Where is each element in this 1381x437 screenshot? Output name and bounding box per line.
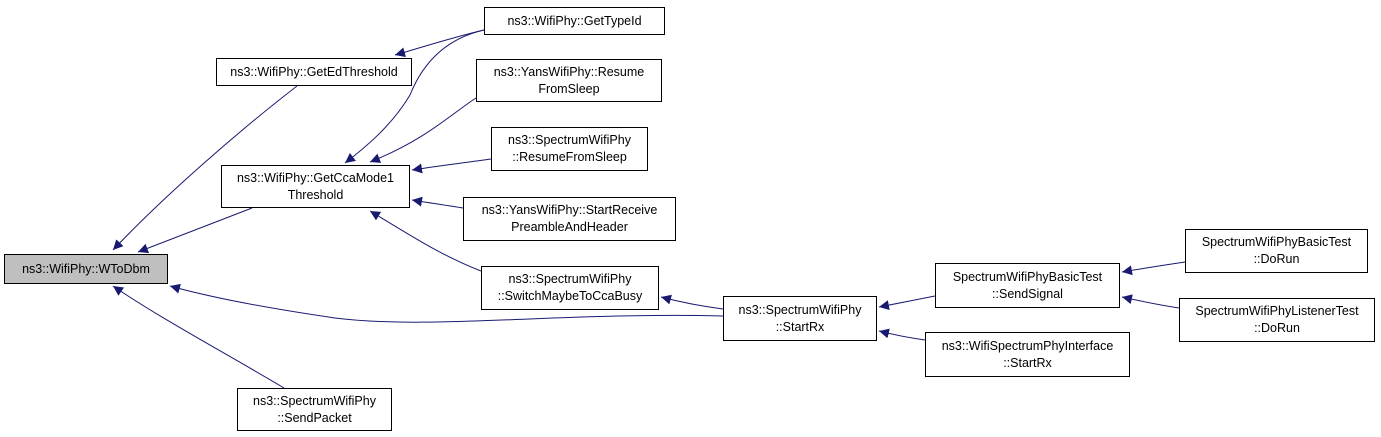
node-label: ns3::WifiPhy::WToDbm <box>22 261 150 276</box>
node-basic-test-do-run[interactable]: SpectrumWifiPhyBasicTest ::DoRun <box>1185 229 1368 273</box>
edge-yans-resume-to-cca <box>369 97 477 163</box>
node-label-line1: ns3::SpectrumWifiPhy <box>253 393 376 408</box>
node-label-line2: ::DoRun <box>1254 321 1300 335</box>
node-label-line2: Threshold <box>287 187 344 202</box>
node-label-line1: ns3::SpectrumWifiPhy <box>508 272 632 286</box>
node-label-line1: ns3::WifiSpectrumPhyInterface <box>941 338 1114 353</box>
node-label-line1: SpectrumWifiPhyListenerTest <box>1195 304 1359 318</box>
node-label-line2: ::StartRx <box>1003 355 1052 370</box>
node-label-line2: ::SendPacket <box>277 410 352 425</box>
node-spectrum-resume-from-sleep[interactable]: ns3::SpectrumWifiPhy ::ResumeFromSleep <box>491 127 648 171</box>
node-label-line2: ::ResumeFromSleep <box>512 150 627 164</box>
node-label-line1: ns3::YansWifiPhy::Resume <box>493 64 645 79</box>
node-label-line2: ::DoRun <box>1253 252 1300 266</box>
node-label-line1: ns3::YansWifiPhy::StartReceive <box>481 203 658 217</box>
node-label-line2: ::SwitchMaybeToCcaBusy <box>497 289 643 303</box>
edge-basic-do-run-to-send-signal <box>1121 261 1186 276</box>
node-label-line2: ::StartRx <box>775 319 825 334</box>
node-spectrum-start-rx[interactable]: ns3::SpectrumWifiPhy ::StartRx <box>723 296 877 341</box>
node-spectrum-switch-maybe[interactable]: ns3::SpectrumWifiPhy ::SwitchMaybeToCcaB… <box>481 266 659 310</box>
edge-listener-do-run-to-send-signal <box>1121 294 1180 309</box>
node-get-ed-threshold[interactable]: ns3::WifiPhy::GetEdThreshold <box>216 58 412 86</box>
edge-type-id-to-cca <box>344 29 485 164</box>
node-label-line1: ns3::SpectrumWifiPhy <box>508 133 631 147</box>
edge-start-rx-to-wtodbm <box>169 283 724 323</box>
node-listener-test-do-run[interactable]: SpectrumWifiPhyListenerTest ::DoRun <box>1179 298 1375 342</box>
edge-interface-to-start-rx <box>878 328 926 341</box>
node-label: ns3::WifiPhy::GetEdThreshold <box>230 64 398 79</box>
edge-get-cca-to-wtodbm <box>137 207 253 254</box>
node-label-line2: ::SendSignal <box>992 286 1063 301</box>
edge-send-packet-to-wtodbm <box>112 285 285 389</box>
edge-start-rx-to-switch-maybe <box>660 294 724 310</box>
edge-yans-start-receive-to-cca <box>411 196 464 209</box>
node-get-cca-mode1-threshold[interactable]: ns3::WifiPhy::GetCcaMode1 Threshold <box>221 165 410 208</box>
node-label-line1: SpectrumWifiPhyBasicTest <box>952 269 1103 284</box>
node-label-line1: SpectrumWifiPhyBasicTest <box>1201 235 1352 249</box>
edge-switch-maybe-to-cca <box>369 210 482 272</box>
node-get-type-id[interactable]: ns3::WifiPhy::GetTypeId <box>484 7 665 35</box>
node-yans-start-receive[interactable]: ns3::YansWifiPhy::StartReceive PreambleA… <box>463 197 676 241</box>
node-label-line2: PreambleAndHeader <box>511 220 628 234</box>
node-wtodbm: ns3::WifiPhy::WToDbm <box>4 254 168 284</box>
node-label-line1: ns3::WifiPhy::GetCcaMode1 <box>236 170 394 185</box>
node-label-line2: FromSleep <box>538 81 600 96</box>
node-label: ns3::WifiPhy::GetTypeId <box>507 13 642 28</box>
node-interface-start-rx[interactable]: ns3::WifiSpectrumPhyInterface ::StartRx <box>925 332 1130 377</box>
edge-get-ed-threshold-to-wtodbm <box>112 85 298 251</box>
node-label-line1: ns3::SpectrumWifiPhy <box>738 302 862 317</box>
edge-spectrum-resume-to-cca <box>411 158 492 174</box>
node-basic-test-send-signal[interactable]: SpectrumWifiPhyBasicTest ::SendSignal <box>935 263 1120 308</box>
node-spectrum-send-packet[interactable]: ns3::SpectrumWifiPhy ::SendPacket <box>237 388 392 431</box>
edge-send-signal-to-start-rx <box>878 295 936 311</box>
node-yans-resume-from-sleep[interactable]: ns3::YansWifiPhy::Resume FromSleep <box>476 59 662 102</box>
